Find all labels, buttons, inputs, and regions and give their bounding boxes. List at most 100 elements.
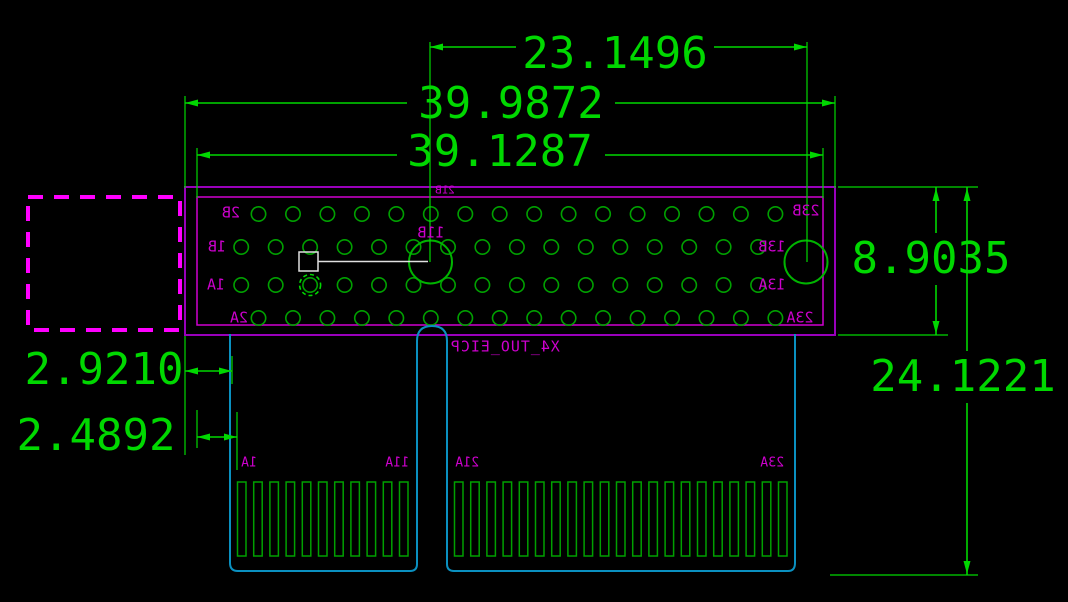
pin-hole[interactable]: [336, 276, 353, 293]
pin-hole[interactable]: [491, 206, 508, 223]
gold-finger-pad[interactable]: [729, 481, 740, 557]
gold-finger-pad[interactable]: [761, 481, 772, 557]
pin-hole[interactable]: [508, 276, 525, 293]
gold-finger-pad[interactable]: [550, 481, 561, 557]
gold-finger-pad[interactable]: [502, 481, 513, 557]
pin-hole[interactable]: [698, 206, 715, 223]
connector-body-outline[interactable]: [184, 186, 836, 336]
gold-finger-pad[interactable]: [486, 481, 497, 557]
pin-hole[interactable]: [474, 239, 491, 256]
gold-finger-pad[interactable]: [534, 481, 545, 557]
pin-hole[interactable]: [750, 239, 767, 256]
pin-hole[interactable]: [681, 276, 698, 293]
pin-hole[interactable]: [577, 276, 594, 293]
pin-hole[interactable]: [319, 206, 336, 223]
pin-hole[interactable]: [526, 309, 543, 326]
pin-hole[interactable]: [422, 309, 439, 326]
pin-hole[interactable]: [715, 276, 732, 293]
gold-finger-pad[interactable]: [648, 481, 659, 557]
pin-hole[interactable]: [629, 309, 646, 326]
gold-finger-pad[interactable]: [631, 481, 642, 557]
gold-finger-pad[interactable]: [745, 481, 756, 557]
pin-hole[interactable]: [474, 276, 491, 293]
pin-hole[interactable]: [646, 276, 663, 293]
mounting-hole[interactable]: [783, 239, 829, 285]
pin-hole[interactable]: [560, 206, 577, 223]
pin-hole[interactable]: [543, 276, 560, 293]
pin-hole[interactable]: [457, 309, 474, 326]
pin-hole[interactable]: [439, 239, 456, 256]
pin-hole[interactable]: [319, 309, 336, 326]
pin-hole[interactable]: [595, 206, 612, 223]
pin-hole[interactable]: [612, 276, 629, 293]
gold-finger-pad[interactable]: [382, 481, 393, 557]
gold-finger-pad[interactable]: [269, 481, 280, 557]
gold-finger-pad[interactable]: [518, 481, 529, 557]
gold-finger-pad[interactable]: [712, 481, 723, 557]
gold-finger-pad[interactable]: [252, 481, 263, 557]
gold-finger-pad[interactable]: [469, 481, 480, 557]
pin-hole[interactable]: [284, 309, 301, 326]
pin-hole[interactable]: [663, 309, 680, 326]
gold-finger-pad[interactable]: [583, 481, 594, 557]
gold-finger-pad[interactable]: [680, 481, 691, 557]
pin-hole[interactable]: [732, 206, 749, 223]
gold-finger-pad[interactable]: [615, 481, 626, 557]
pin-hole[interactable]: [715, 239, 732, 256]
connector-body-inner-outline[interactable]: [196, 196, 824, 326]
highlighted-pin-hole[interactable]: [298, 273, 322, 297]
pin-hole[interactable]: [595, 309, 612, 326]
pin-hole[interactable]: [233, 276, 250, 293]
gold-finger-pad[interactable]: [285, 481, 296, 557]
gold-finger-pad[interactable]: [777, 481, 788, 557]
pin-hole[interactable]: [353, 206, 370, 223]
pin-hole[interactable]: [577, 239, 594, 256]
pin-hole[interactable]: [526, 206, 543, 223]
gold-finger-pad[interactable]: [453, 481, 464, 557]
gold-finger-pad[interactable]: [333, 481, 344, 557]
gold-finger-pad[interactable]: [567, 481, 578, 557]
pin-hole[interactable]: [681, 239, 698, 256]
pin-hole[interactable]: [353, 309, 370, 326]
gold-finger-pad[interactable]: [366, 481, 377, 557]
pin-hole[interactable]: [267, 239, 284, 256]
pin-hole[interactable]: [767, 309, 784, 326]
pin-hole[interactable]: [250, 206, 267, 223]
gold-finger-pad[interactable]: [301, 481, 312, 557]
gold-finger-pad[interactable]: [317, 481, 328, 557]
pin-hole[interactable]: [646, 239, 663, 256]
pin-hole[interactable]: [750, 276, 767, 293]
pin-hole[interactable]: [732, 309, 749, 326]
pin-hole[interactable]: [267, 276, 284, 293]
pin-hole[interactable]: [250, 309, 267, 326]
pin-hole[interactable]: [302, 276, 319, 293]
pin-hole[interactable]: [439, 276, 456, 293]
gold-finger-pad[interactable]: [696, 481, 707, 557]
pin-hole[interactable]: [405, 276, 422, 293]
pin-hole[interactable]: [422, 206, 439, 223]
pin-hole[interactable]: [388, 206, 405, 223]
pin-hole[interactable]: [233, 239, 250, 256]
gold-finger-pad[interactable]: [350, 481, 361, 557]
gold-finger-pad[interactable]: [664, 481, 675, 557]
pin-hole[interactable]: [698, 309, 715, 326]
pin-hole[interactable]: [767, 206, 784, 223]
gold-finger-pad[interactable]: [599, 481, 610, 557]
gold-finger-pad[interactable]: [236, 481, 247, 557]
pin-hole[interactable]: [543, 239, 560, 256]
card-edge-outline[interactable]: [229, 324, 796, 572]
pin-hole[interactable]: [491, 309, 508, 326]
pin-hole[interactable]: [629, 206, 646, 223]
pin-hole[interactable]: [284, 206, 301, 223]
pin-hole[interactable]: [302, 239, 319, 256]
pin-hole[interactable]: [457, 206, 474, 223]
gold-finger-pad[interactable]: [398, 481, 409, 557]
pin-hole[interactable]: [388, 309, 405, 326]
pin-hole[interactable]: [370, 239, 387, 256]
pin-hole[interactable]: [336, 239, 353, 256]
pin-hole[interactable]: [663, 206, 680, 223]
pin-hole[interactable]: [560, 309, 577, 326]
pin-hole[interactable]: [370, 276, 387, 293]
